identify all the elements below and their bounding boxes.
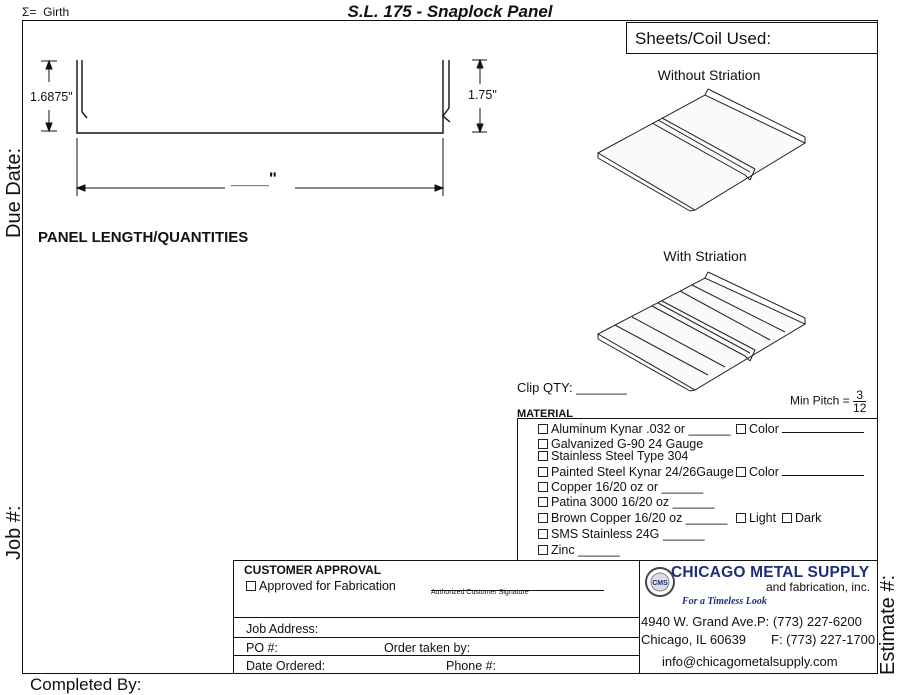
- checkbox-icon[interactable]: [538, 439, 548, 449]
- checkbox-icon[interactable]: [538, 451, 548, 461]
- min-pitch-fraction: 3 12: [853, 389, 867, 415]
- with-striation-caption: With Striation: [663, 248, 747, 264]
- dark-label: Dark: [795, 511, 822, 525]
- min-pitch-label: Min Pitch =: [790, 393, 850, 408]
- company-email[interactable]: info@chicagometalsupply.com: [662, 654, 838, 669]
- panel-length-heading: PANEL LENGTH/QUANTITIES: [38, 229, 249, 246]
- material-item-label: Zinc ______: [551, 543, 620, 557]
- min-pitch-numerator: 3: [853, 389, 867, 402]
- color-option[interactable]: Color: [736, 422, 865, 436]
- material-item-label: Stainless Steel Type 304: [551, 449, 689, 463]
- clip-qty-field[interactable]: Clip QTY: _______: [517, 380, 627, 395]
- material-item[interactable]: Aluminum Kynar .032 or ______: [538, 422, 730, 436]
- panel-profile-outline: [76, 60, 444, 134]
- job-address-label: Job Address:: [246, 622, 319, 636]
- left-hook: [81, 111, 88, 119]
- phone-label: Phone #:: [446, 659, 497, 673]
- checkbox-icon[interactable]: [538, 424, 548, 434]
- color-option[interactable]: Color: [736, 465, 865, 479]
- sheets-coil-label: Sheets/Coil Used:: [635, 29, 772, 48]
- girth-symbol: Σ=: [22, 5, 37, 19]
- customer-approval-block: CUSTOMER APPROVAL Approved for Fabricati…: [233, 560, 878, 674]
- checkbox-icon[interactable]: [538, 482, 548, 492]
- color-label: Color: [749, 422, 779, 436]
- right-hook: [442, 107, 451, 123]
- dark-option[interactable]: Dark: [782, 511, 821, 525]
- panel-profile-diagram: [41, 58, 487, 196]
- material-item[interactable]: Patina 3000 16/20 oz ______: [538, 495, 714, 509]
- checkbox-icon[interactable]: [736, 467, 746, 477]
- company-name: CHICAGO METAL SUPPLY: [671, 564, 870, 581]
- customer-approval-heading: CUSTOMER APPROVAL: [244, 563, 382, 577]
- estimate-number-label: Estimate #:: [877, 574, 899, 675]
- material-item-label: Copper 16/20 oz or ______: [551, 480, 704, 494]
- due-date-label: Due Date:: [3, 147, 25, 238]
- sheets-coil-field[interactable]: Sheets/Coil Used:: [626, 22, 878, 54]
- panel-without-striation-illustration: [596, 88, 807, 212]
- checkbox-icon[interactable]: [538, 513, 548, 523]
- checkbox-icon[interactable]: [538, 467, 548, 477]
- color-blank[interactable]: [782, 475, 865, 476]
- panel-width-blank[interactable]: ____": [231, 169, 277, 188]
- material-item-label: Galvanized G-90 24 Gauge: [551, 437, 704, 451]
- light-option[interactable]: Light: [736, 511, 776, 525]
- material-item[interactable]: Brown Copper 16/20 oz ______: [538, 511, 728, 525]
- company-subtitle: and fabrication, inc.: [766, 580, 871, 594]
- order-taken-label: Order taken by:: [384, 641, 471, 655]
- checkbox-icon[interactable]: [538, 529, 548, 539]
- material-item-label: Painted Steel Kynar 24/26Gauge: [551, 465, 734, 479]
- material-item[interactable]: Painted Steel Kynar 24/26Gauge: [538, 465, 734, 479]
- date-ordered-label: Date Ordered:: [246, 659, 326, 673]
- checkbox-icon[interactable]: [782, 513, 792, 523]
- signature-label: Authorized Customer Signature: [431, 589, 529, 596]
- checkbox-icon[interactable]: [736, 424, 746, 434]
- material-item[interactable]: Copper 16/20 oz or ______: [538, 480, 703, 494]
- material-item[interactable]: Stainless Steel Type 304: [538, 449, 688, 463]
- completed-by-label: Completed By:: [30, 675, 142, 694]
- min-pitch: Min Pitch = 3 12: [790, 389, 867, 415]
- without-striation-caption: Without Striation: [657, 67, 761, 83]
- light-label: Light: [749, 511, 777, 525]
- min-pitch-denominator: 12: [853, 401, 867, 415]
- page-title: S.L. 175 - Snaplock Panel: [347, 2, 553, 21]
- girth-text: Girth: [43, 5, 70, 19]
- company-address-line2: Chicago, IL 60639: [641, 632, 747, 647]
- material-item[interactable]: SMS Stainless 24G ______: [538, 527, 705, 541]
- company-tagline: For a Timeless Look: [682, 596, 767, 607]
- approved-for-fabrication[interactable]: Approved for Fabrication: [246, 579, 396, 593]
- material-heading: MATERIAL: [517, 408, 574, 420]
- material-item[interactable]: Zinc ______: [538, 543, 620, 557]
- material-box: Aluminum Kynar .032 or ______ Color Galv…: [517, 418, 878, 560]
- material-item-label: Patina 3000 16/20 oz ______: [551, 495, 715, 509]
- material-item-label: Aluminum Kynar .032 or ______: [551, 422, 731, 436]
- color-label: Color: [749, 465, 779, 479]
- job-number-label: Job #:: [3, 505, 25, 560]
- checkbox-icon[interactable]: [538, 545, 548, 555]
- material-item[interactable]: Galvanized G-90 24 Gauge: [538, 437, 703, 451]
- company-address-line1: 4940 W. Grand Ave.: [641, 614, 758, 629]
- checkbox-icon[interactable]: [736, 513, 746, 523]
- company-fax: F: (773) 227-1700: [771, 632, 876, 647]
- checkbox-icon[interactable]: [538, 497, 548, 507]
- company-seal-icon: CMS: [645, 567, 675, 597]
- right-height-dimension: 1.75": [468, 88, 497, 102]
- approved-label: Approved for Fabrication: [259, 579, 396, 593]
- checkbox-icon[interactable]: [246, 581, 256, 591]
- color-blank[interactable]: [782, 432, 865, 433]
- girth-label: Σ= Girth: [22, 5, 69, 19]
- company-phone: P: (773) 227-6200: [757, 614, 862, 629]
- company-seal-text: CMS: [652, 580, 668, 587]
- material-item-label: SMS Stainless 24G ______: [551, 527, 705, 541]
- po-label: PO #:: [246, 641, 278, 655]
- material-item-label: Brown Copper 16/20 oz ______: [551, 511, 728, 525]
- panel-with-striation-illustration: [596, 271, 807, 392]
- left-height-dimension: 1.6875": [30, 90, 73, 104]
